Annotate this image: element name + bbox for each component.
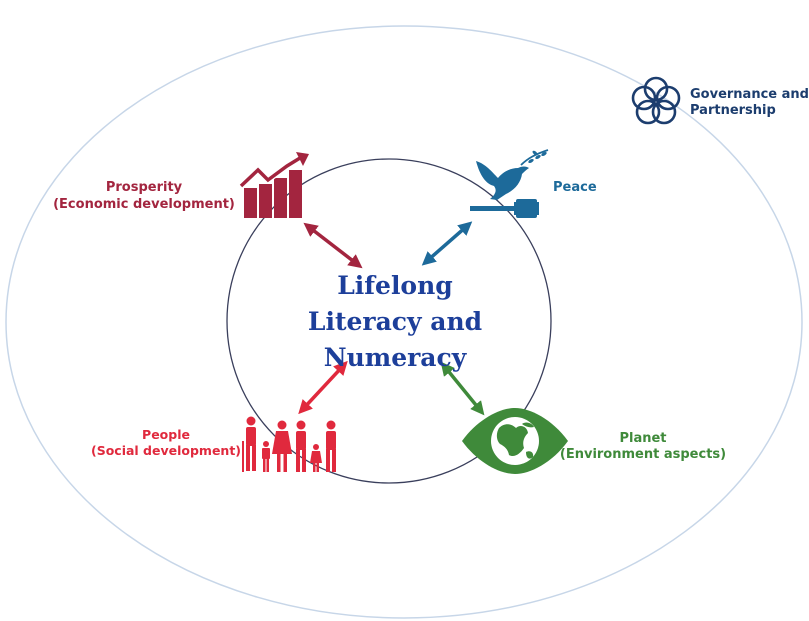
bar-chart-growth-icon [238, 152, 309, 218]
planet-label-line1: Planet [619, 431, 667, 446]
arrow-people [298, 360, 348, 415]
arrow-prosperity [303, 222, 363, 269]
peace-label-text: Peace [553, 180, 597, 195]
arrow-peace [421, 221, 473, 266]
family-icon [242, 416, 336, 472]
people-label-line2: (Social development) [90, 443, 242, 458]
prosperity-label-line1: Prosperity [105, 180, 183, 195]
people-label: People (Social development) [88, 427, 244, 459]
center-title-line2: Literacy and [307, 307, 483, 336]
prosperity-label-line2: (Economic development) [53, 197, 235, 212]
center-title-line1: Lifelong [337, 271, 453, 300]
prosperity-label: Prosperity (Economic development) [44, 179, 244, 213]
interlocking-rings-icon [631, 76, 681, 125]
arrow-planet [440, 361, 485, 416]
governance-label: Governance and Partnership [690, 87, 809, 119]
dove-gavel-icon [470, 149, 549, 218]
governance-label-line2: Partnership [690, 103, 776, 118]
center-title: Lifelong Literacy and Numeracy [290, 268, 500, 376]
planet-label: Planet (Environment aspects) [553, 431, 733, 463]
peace-label: Peace [553, 180, 597, 196]
center-title-line3: Numeracy [323, 343, 467, 372]
people-label-line1: People [142, 427, 190, 442]
globe-eye-icon [462, 408, 568, 474]
planet-label-line2: (Environment aspects) [559, 447, 727, 462]
governance-label-line1: Governance and [690, 87, 809, 102]
